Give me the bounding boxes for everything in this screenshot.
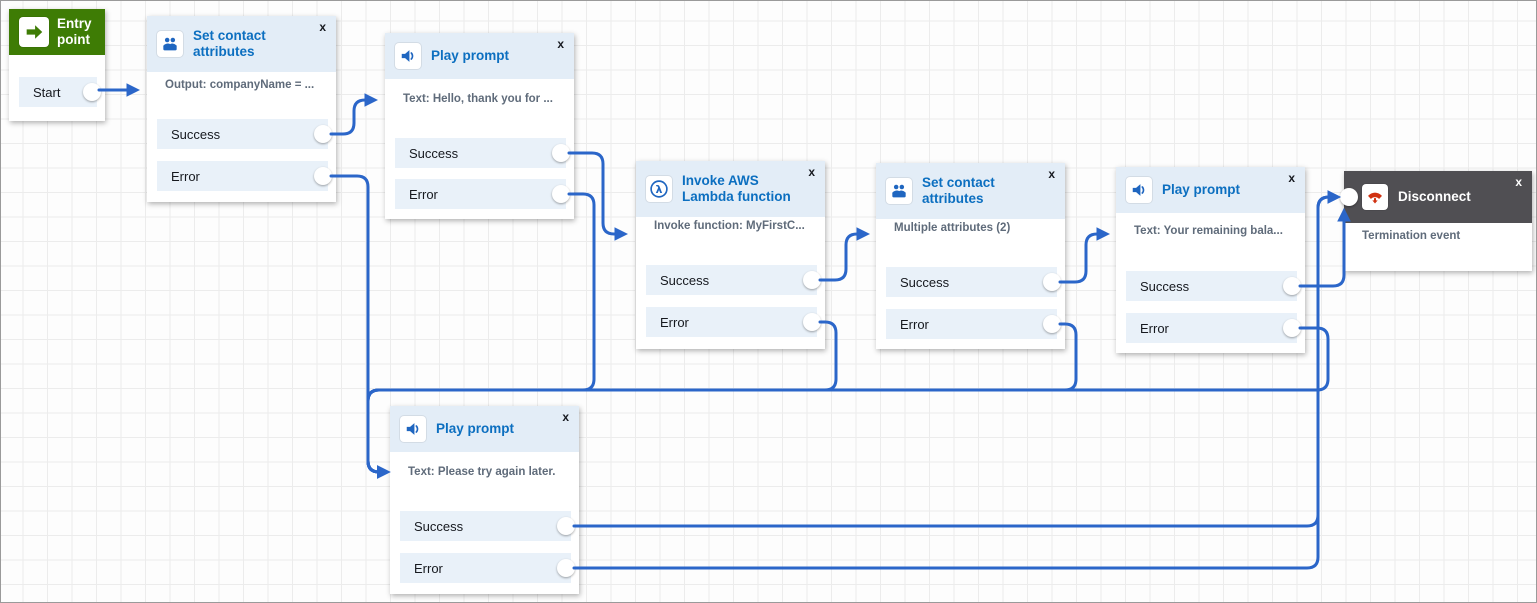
block-title: Entry point: [57, 16, 92, 47]
block-header: Disconnect x: [1344, 171, 1532, 223]
close-icon[interactable]: x: [808, 165, 815, 179]
block-description: Invoke function: MyFirstC...: [654, 220, 805, 232]
port-connector-handle[interactable]: [83, 83, 101, 101]
block-play-prompt-error[interactable]: Play prompt x Text: Please try again lat…: [390, 406, 579, 594]
port-label: Error: [171, 168, 200, 184]
port-label: Error: [1140, 320, 1169, 336]
port-connector-handle[interactable]: [803, 271, 821, 289]
port-connector-handle[interactable]: [1283, 319, 1301, 337]
svg-text:λ: λ: [656, 183, 663, 196]
port-label: Success: [660, 272, 710, 288]
close-icon[interactable]: x: [562, 410, 569, 424]
block-header: Play prompt x: [1116, 167, 1305, 213]
block-header: Play prompt x: [385, 33, 574, 79]
port-connector-handle[interactable]: [557, 517, 575, 535]
close-icon[interactable]: x: [557, 37, 564, 51]
block-title: Set contact attributes: [922, 175, 995, 206]
block-set-contact-attributes-2[interactable]: Set contact attributes x Multiple attrib…: [876, 163, 1065, 349]
block-title: Play prompt: [1162, 182, 1241, 198]
connector-sca2-success-to-pp2: [1058, 227, 1111, 284]
port-error: Error: [646, 307, 821, 337]
port-success: Success: [400, 511, 575, 541]
port-label: Error: [660, 314, 689, 330]
port-label: Success: [409, 145, 459, 161]
connector-sca1-success-to-pp1: [329, 93, 379, 136]
block-title: Set contact attributes: [193, 28, 266, 59]
port-success: Success: [395, 138, 570, 168]
close-icon[interactable]: x: [1515, 175, 1522, 189]
phone-disconnect-icon: [1362, 184, 1388, 210]
block-title: Play prompt: [436, 421, 515, 437]
block-header: Set contact attributes x: [147, 16, 336, 72]
port-error: Error: [886, 309, 1061, 339]
block-header: Entry point: [9, 9, 105, 55]
connector-pp1-success-to-lambda: [567, 151, 629, 241]
port-label: Start: [33, 84, 61, 100]
port-label: Error: [414, 560, 443, 576]
port-success: Success: [886, 267, 1061, 297]
port-error: Error: [157, 161, 332, 191]
block-entry-point[interactable]: Entry point Start: [9, 9, 105, 121]
close-icon[interactable]: x: [319, 20, 326, 34]
port-connector-handle[interactable]: [314, 167, 332, 185]
connector-pp2-success-to-disconnect: [1298, 207, 1351, 288]
port-label: Success: [171, 126, 221, 142]
port-connector-handle[interactable]: [803, 313, 821, 331]
block-title: Invoke AWS Lambda function: [682, 173, 791, 204]
port-label: Success: [900, 274, 950, 290]
speaker-icon: [400, 416, 426, 442]
contact-attributes-icon: [157, 31, 183, 57]
port-success: Success: [646, 265, 821, 295]
port-connector-handle[interactable]: [557, 559, 575, 577]
block-invoke-lambda[interactable]: λ Invoke AWS Lambda function x Invoke fu…: [636, 161, 825, 349]
port-label: Success: [1140, 278, 1190, 294]
port-error: Error: [400, 553, 575, 583]
block-disconnect[interactable]: Disconnect x Termination event: [1340, 171, 1532, 271]
port-label: Success: [414, 518, 464, 534]
connector-lambda-success-to-sca2: [818, 227, 871, 282]
block-play-prompt-2[interactable]: Play prompt x Text: Your remaining bala.…: [1116, 167, 1305, 353]
speaker-icon: [1126, 177, 1152, 203]
block-header: λ Invoke AWS Lambda function x: [636, 161, 825, 217]
contact-attributes-icon: [886, 178, 912, 204]
input-port-handle[interactable]: [1340, 188, 1358, 206]
port-error: Error: [1126, 313, 1301, 343]
block-description: Termination event: [1362, 230, 1461, 242]
block-header: Play prompt x: [390, 406, 579, 452]
close-icon[interactable]: x: [1288, 171, 1295, 185]
speaker-icon: [395, 43, 421, 69]
block-description: Multiple attributes (2): [894, 222, 1011, 234]
arrow-right-icon: [19, 17, 49, 47]
block-description: Text: Please try again later.: [408, 466, 556, 478]
port-connector-handle[interactable]: [552, 144, 570, 162]
connector-sca1-error-to-pperror: [329, 174, 391, 479]
port-label: Error: [900, 316, 929, 332]
block-play-prompt-1[interactable]: Play prompt x Text: Hello, thank you for…: [385, 33, 574, 219]
block-description: Output: companyName = ...: [165, 79, 315, 91]
port-success: Success: [157, 119, 332, 149]
close-icon[interactable]: x: [1048, 167, 1055, 181]
port-error: Error: [395, 179, 570, 209]
port-success: Success: [1126, 271, 1301, 301]
block-title: Play prompt: [431, 48, 510, 64]
block-description: Text: Hello, thank you for ...: [403, 93, 553, 105]
port-connector-handle[interactable]: [552, 185, 570, 203]
port-start: Start: [19, 77, 101, 107]
port-label: Error: [409, 186, 438, 202]
port-connector-handle[interactable]: [1043, 273, 1061, 291]
block-set-contact-attributes-1[interactable]: Set contact attributes x Output: company…: [147, 16, 336, 202]
block-description: Text: Your remaining bala...: [1134, 225, 1283, 237]
port-connector-handle[interactable]: [1043, 315, 1061, 333]
block-header: Set contact attributes x: [876, 163, 1065, 219]
lambda-icon: λ: [646, 176, 672, 202]
block-title: Disconnect: [1398, 189, 1471, 205]
port-connector-handle[interactable]: [1283, 277, 1301, 295]
port-connector-handle[interactable]: [314, 125, 332, 143]
